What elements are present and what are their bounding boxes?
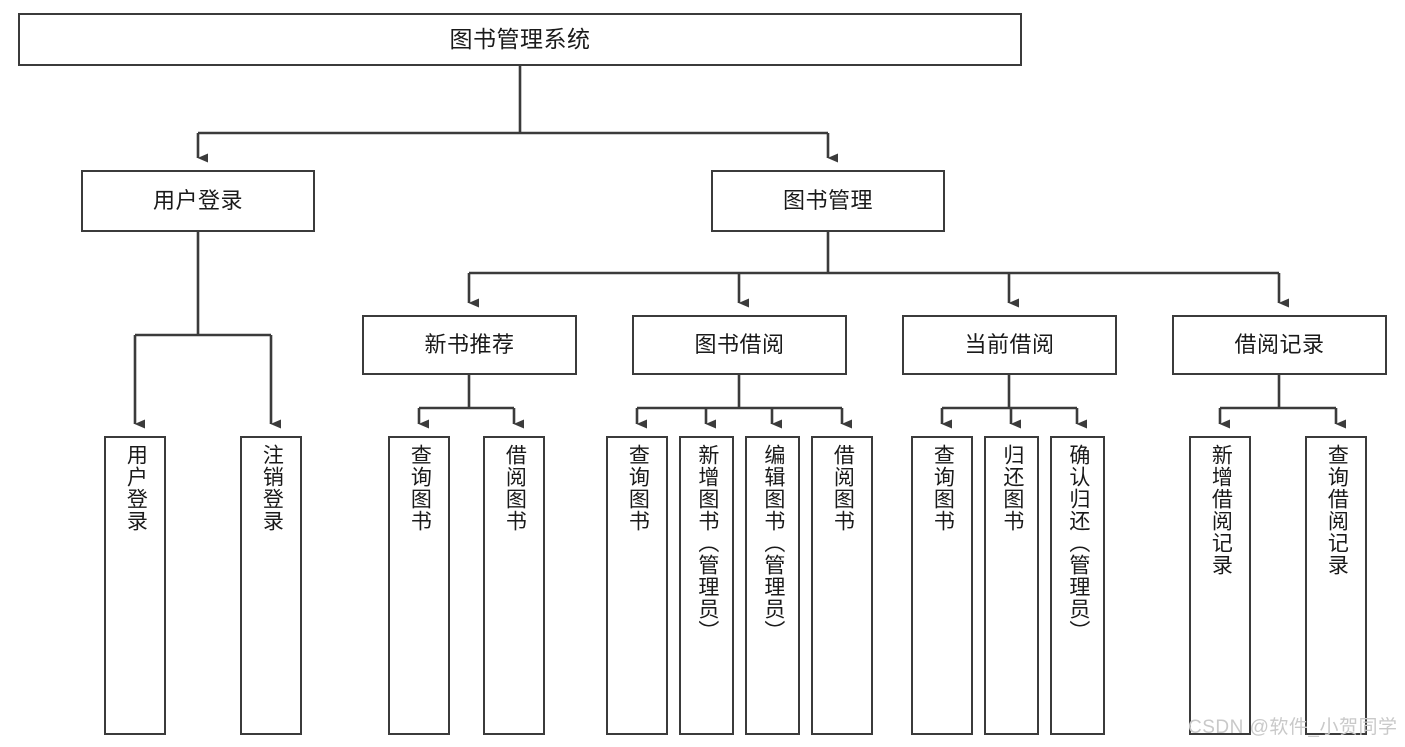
node-label: 用户登录 <box>152 188 243 214</box>
node-label: 注销登录 <box>260 444 284 532</box>
leaf-logout[interactable]: 注销登录 <box>240 436 302 735</box>
node-book-borrow[interactable]: 图书借阅 <box>632 315 847 375</box>
leaf-query-borrow-record[interactable]: 查询借阅记录 <box>1305 436 1367 735</box>
node-label: 用户登录 <box>124 444 148 532</box>
node-label: 图书管理 <box>782 188 873 214</box>
node-label: 查询借阅记录 <box>1325 444 1349 576</box>
leaf-query-books-recommend[interactable]: 查询图书 <box>388 436 450 735</box>
leaf-add-book-admin[interactable]: 新增图书（管理员） <box>679 436 734 735</box>
node-borrow-records[interactable]: 借阅记录 <box>1172 315 1387 375</box>
node-label: 新增图书（管理员） <box>695 444 719 642</box>
node-label: 图书管理系统 <box>449 26 591 53</box>
node-label: 查询图书 <box>626 444 650 532</box>
node-label: 确认归还（管理员） <box>1066 444 1090 642</box>
leaf-borrow-books-recommend[interactable]: 借阅图书 <box>483 436 545 735</box>
node-label: 归还图书 <box>1000 444 1024 532</box>
node-label: 当前借阅 <box>964 332 1055 358</box>
node-label: 新书推荐 <box>424 332 515 358</box>
leaf-user-login[interactable]: 用户登录 <box>104 436 166 735</box>
node-label: 编辑图书（管理员） <box>761 444 785 642</box>
leaf-borrow-books[interactable]: 借阅图书 <box>811 436 873 735</box>
node-label: 查询图书 <box>408 444 432 532</box>
node-label: 借阅记录 <box>1234 332 1325 358</box>
watermark: CSDN @软件_小贺同学 <box>1188 717 1398 738</box>
node-new-book-recommend[interactable]: 新书推荐 <box>362 315 577 375</box>
node-label: 借阅图书 <box>831 444 855 532</box>
node-label: 图书借阅 <box>694 332 785 358</box>
leaf-query-books-borrow[interactable]: 查询图书 <box>606 436 668 735</box>
leaf-return-books[interactable]: 归还图书 <box>984 436 1039 735</box>
node-current-borrow[interactable]: 当前借阅 <box>902 315 1117 375</box>
node-label: 借阅图书 <box>503 444 527 532</box>
node-label: 查询图书 <box>931 444 955 532</box>
leaf-confirm-return-admin[interactable]: 确认归还（管理员） <box>1050 436 1105 735</box>
leaf-edit-book-admin[interactable]: 编辑图书（管理员） <box>745 436 800 735</box>
node-label: 新增借阅记录 <box>1209 444 1233 576</box>
node-user-login[interactable]: 用户登录 <box>81 170 315 232</box>
leaf-query-books-current[interactable]: 查询图书 <box>911 436 973 735</box>
leaf-add-borrow-record[interactable]: 新增借阅记录 <box>1189 436 1251 735</box>
node-root-system[interactable]: 图书管理系统 <box>18 13 1022 66</box>
node-book-management[interactable]: 图书管理 <box>711 170 945 232</box>
